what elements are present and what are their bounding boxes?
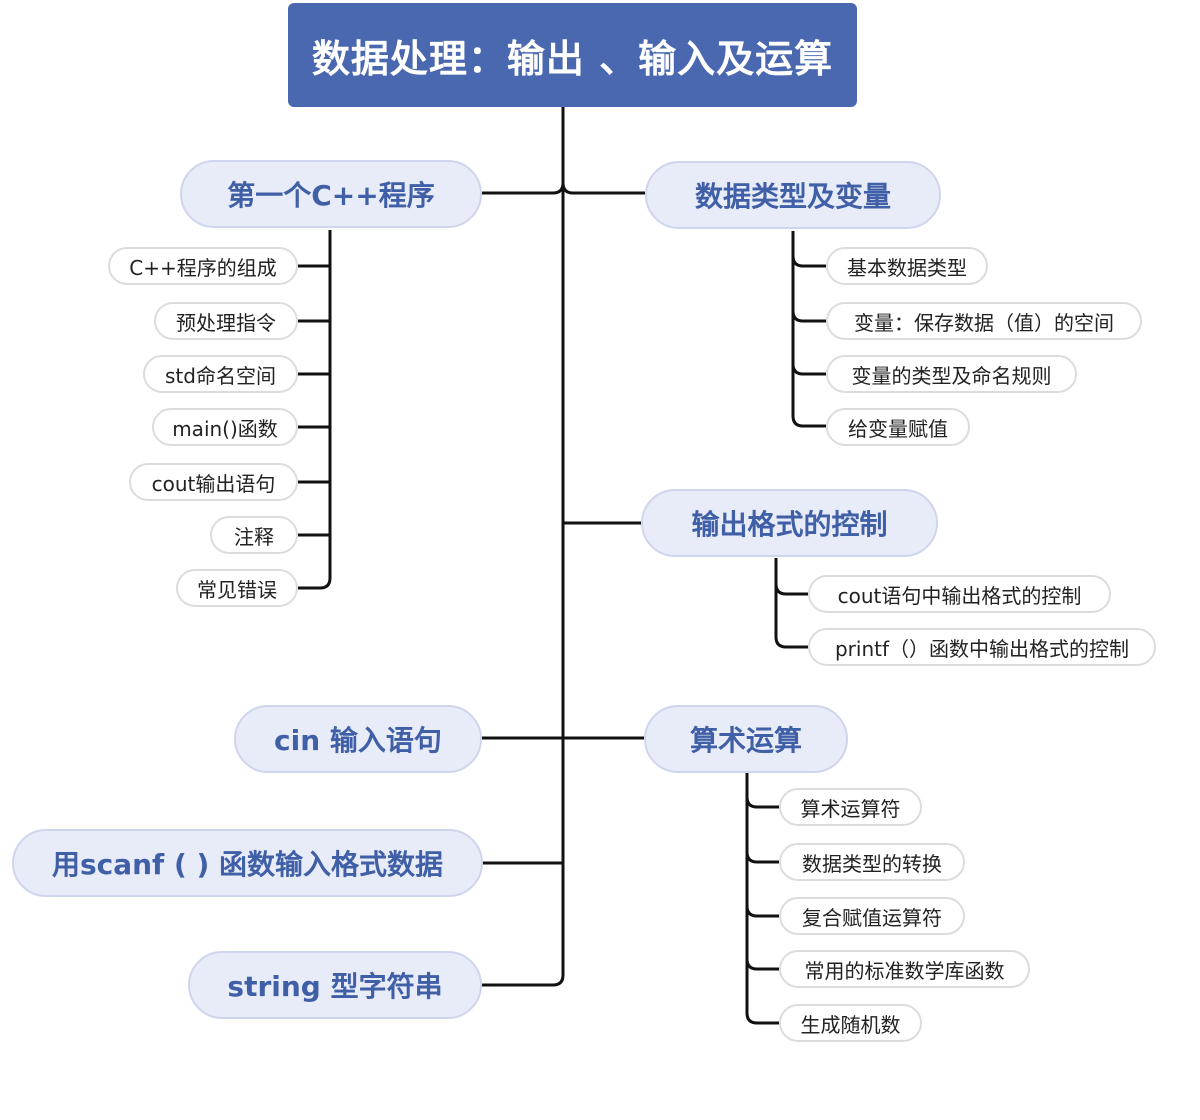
- branch-output-format: [774, 558, 808, 649]
- trunk-line: [482, 107, 565, 987]
- topic-output-format[interactable]: 输出格式的控制: [641, 489, 938, 557]
- leaf-std-namespace[interactable]: std命名空间: [143, 355, 298, 393]
- topic-scanf-input[interactable]: 用scanf ( ) 函数输入格式数据: [12, 829, 483, 897]
- leaf-assign-variable[interactable]: 给变量赋值: [826, 408, 970, 446]
- leaf-type-conversion[interactable]: 数据类型的转换: [779, 843, 965, 881]
- topic-first-program[interactable]: 第一个C++程序: [180, 160, 482, 228]
- leaf-basic-data-types[interactable]: 基本数据类型: [826, 247, 988, 285]
- leaf-printf-format[interactable]: printf（）函数中输出格式的控制: [808, 628, 1156, 666]
- leaf-math-library[interactable]: 常用的标准数学库函数: [779, 950, 1030, 988]
- leaf-comments[interactable]: 注释: [210, 516, 298, 554]
- leaf-variable-naming[interactable]: 变量的类型及命名规则: [826, 355, 1077, 393]
- topic-data-types[interactable]: 数据类型及变量: [645, 161, 941, 229]
- leaf-cpp-program-structure[interactable]: C++程序的组成: [108, 247, 298, 285]
- branch-arithmetic: [745, 773, 779, 1025]
- leaf-random-numbers[interactable]: 生成随机数: [779, 1004, 922, 1042]
- leaf-preprocessor-directive[interactable]: 预处理指令: [154, 302, 298, 340]
- topic-arithmetic[interactable]: 算术运算: [644, 705, 848, 773]
- leaf-cout-statement[interactable]: cout输出语句: [129, 463, 298, 501]
- leaf-cout-format[interactable]: cout语句中输出格式的控制: [808, 575, 1111, 613]
- root-title: 数据处理：输出 、输入及运算: [288, 3, 857, 107]
- leaf-common-errors[interactable]: 常见错误: [176, 569, 298, 607]
- topic-cin-input[interactable]: cin 输入语句: [234, 705, 482, 773]
- branch-data-types: [791, 231, 826, 428]
- leaf-compound-assignment[interactable]: 复合赋值运算符: [779, 897, 965, 935]
- branch-first-program: [298, 230, 332, 590]
- leaf-variable-storage[interactable]: 变量：保存数据（值）的空间: [826, 302, 1142, 340]
- topic-string-type[interactable]: string 型字符串: [188, 951, 482, 1019]
- connector-first-program: [482, 182, 565, 195]
- leaf-main-function[interactable]: main()函数: [152, 408, 298, 446]
- connector-data-types: [561, 182, 645, 195]
- leaf-arithmetic-operators[interactable]: 算术运算符: [779, 788, 922, 826]
